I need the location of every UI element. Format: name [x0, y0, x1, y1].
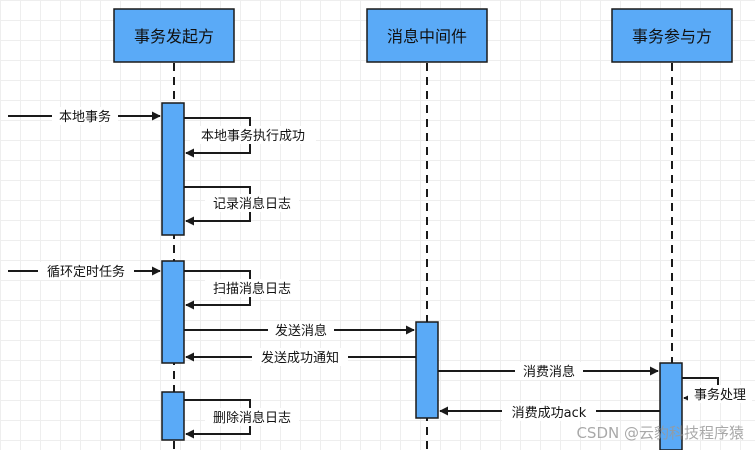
- message-delete-log-label: 删除消息日志: [213, 410, 291, 426]
- participant-participant-label: 事务参与方: [632, 27, 712, 46]
- message-local-tx-ok: 本地事务执行成功: [184, 117, 316, 158]
- participant-middleware-label: 消息中间件: [387, 27, 467, 46]
- message-send-label: 发送消息: [275, 323, 327, 339]
- message-record-log: 记录消息日志: [184, 186, 299, 226]
- message-record-log-label: 记录消息日志: [213, 196, 291, 212]
- message-scan-log: 扫描消息日志: [184, 270, 299, 310]
- watermark: CSDN @云豹科技程序猿: [576, 424, 744, 442]
- activation-middleware: [415, 321, 439, 419]
- message-send-ok-label: 发送成功通知: [261, 350, 339, 366]
- participant-initiator: 事务发起方: [113, 8, 235, 63]
- message-consume-ack: 消费成功ack: [439, 403, 660, 421]
- message-send-ok: 发送成功通知: [185, 348, 416, 366]
- message-consume: 消费消息: [438, 362, 659, 380]
- activation-initiator-2: [161, 260, 185, 364]
- message-handle-tx-label: 事务处理: [694, 387, 746, 403]
- message-handle-tx: 事务处理: [682, 377, 752, 403]
- message-consume-label: 消费消息: [523, 364, 575, 380]
- message-loop-task: 循环定时任务: [8, 262, 161, 280]
- participant-middleware: 消息中间件: [366, 8, 488, 63]
- activation-initiator-3: [161, 391, 185, 441]
- message-scan-log-label: 扫描消息日志: [213, 281, 291, 297]
- activation-participant: [659, 362, 683, 450]
- participant-initiator-label: 事务发起方: [134, 27, 214, 46]
- activation-initiator-1: [161, 102, 185, 236]
- message-send: 发送消息: [184, 321, 415, 339]
- message-local-tx-ok-label: 本地事务执行成功: [201, 128, 305, 144]
- message-local-tx: 本地事务: [8, 107, 161, 125]
- message-consume-ack-label: 消费成功ack: [512, 406, 587, 421]
- participant-participant: 事务参与方: [611, 8, 733, 63]
- message-local-tx-label: 本地事务: [59, 109, 111, 125]
- message-loop-task-label: 循环定时任务: [47, 264, 125, 280]
- message-delete-log: 删除消息日志: [184, 399, 299, 439]
